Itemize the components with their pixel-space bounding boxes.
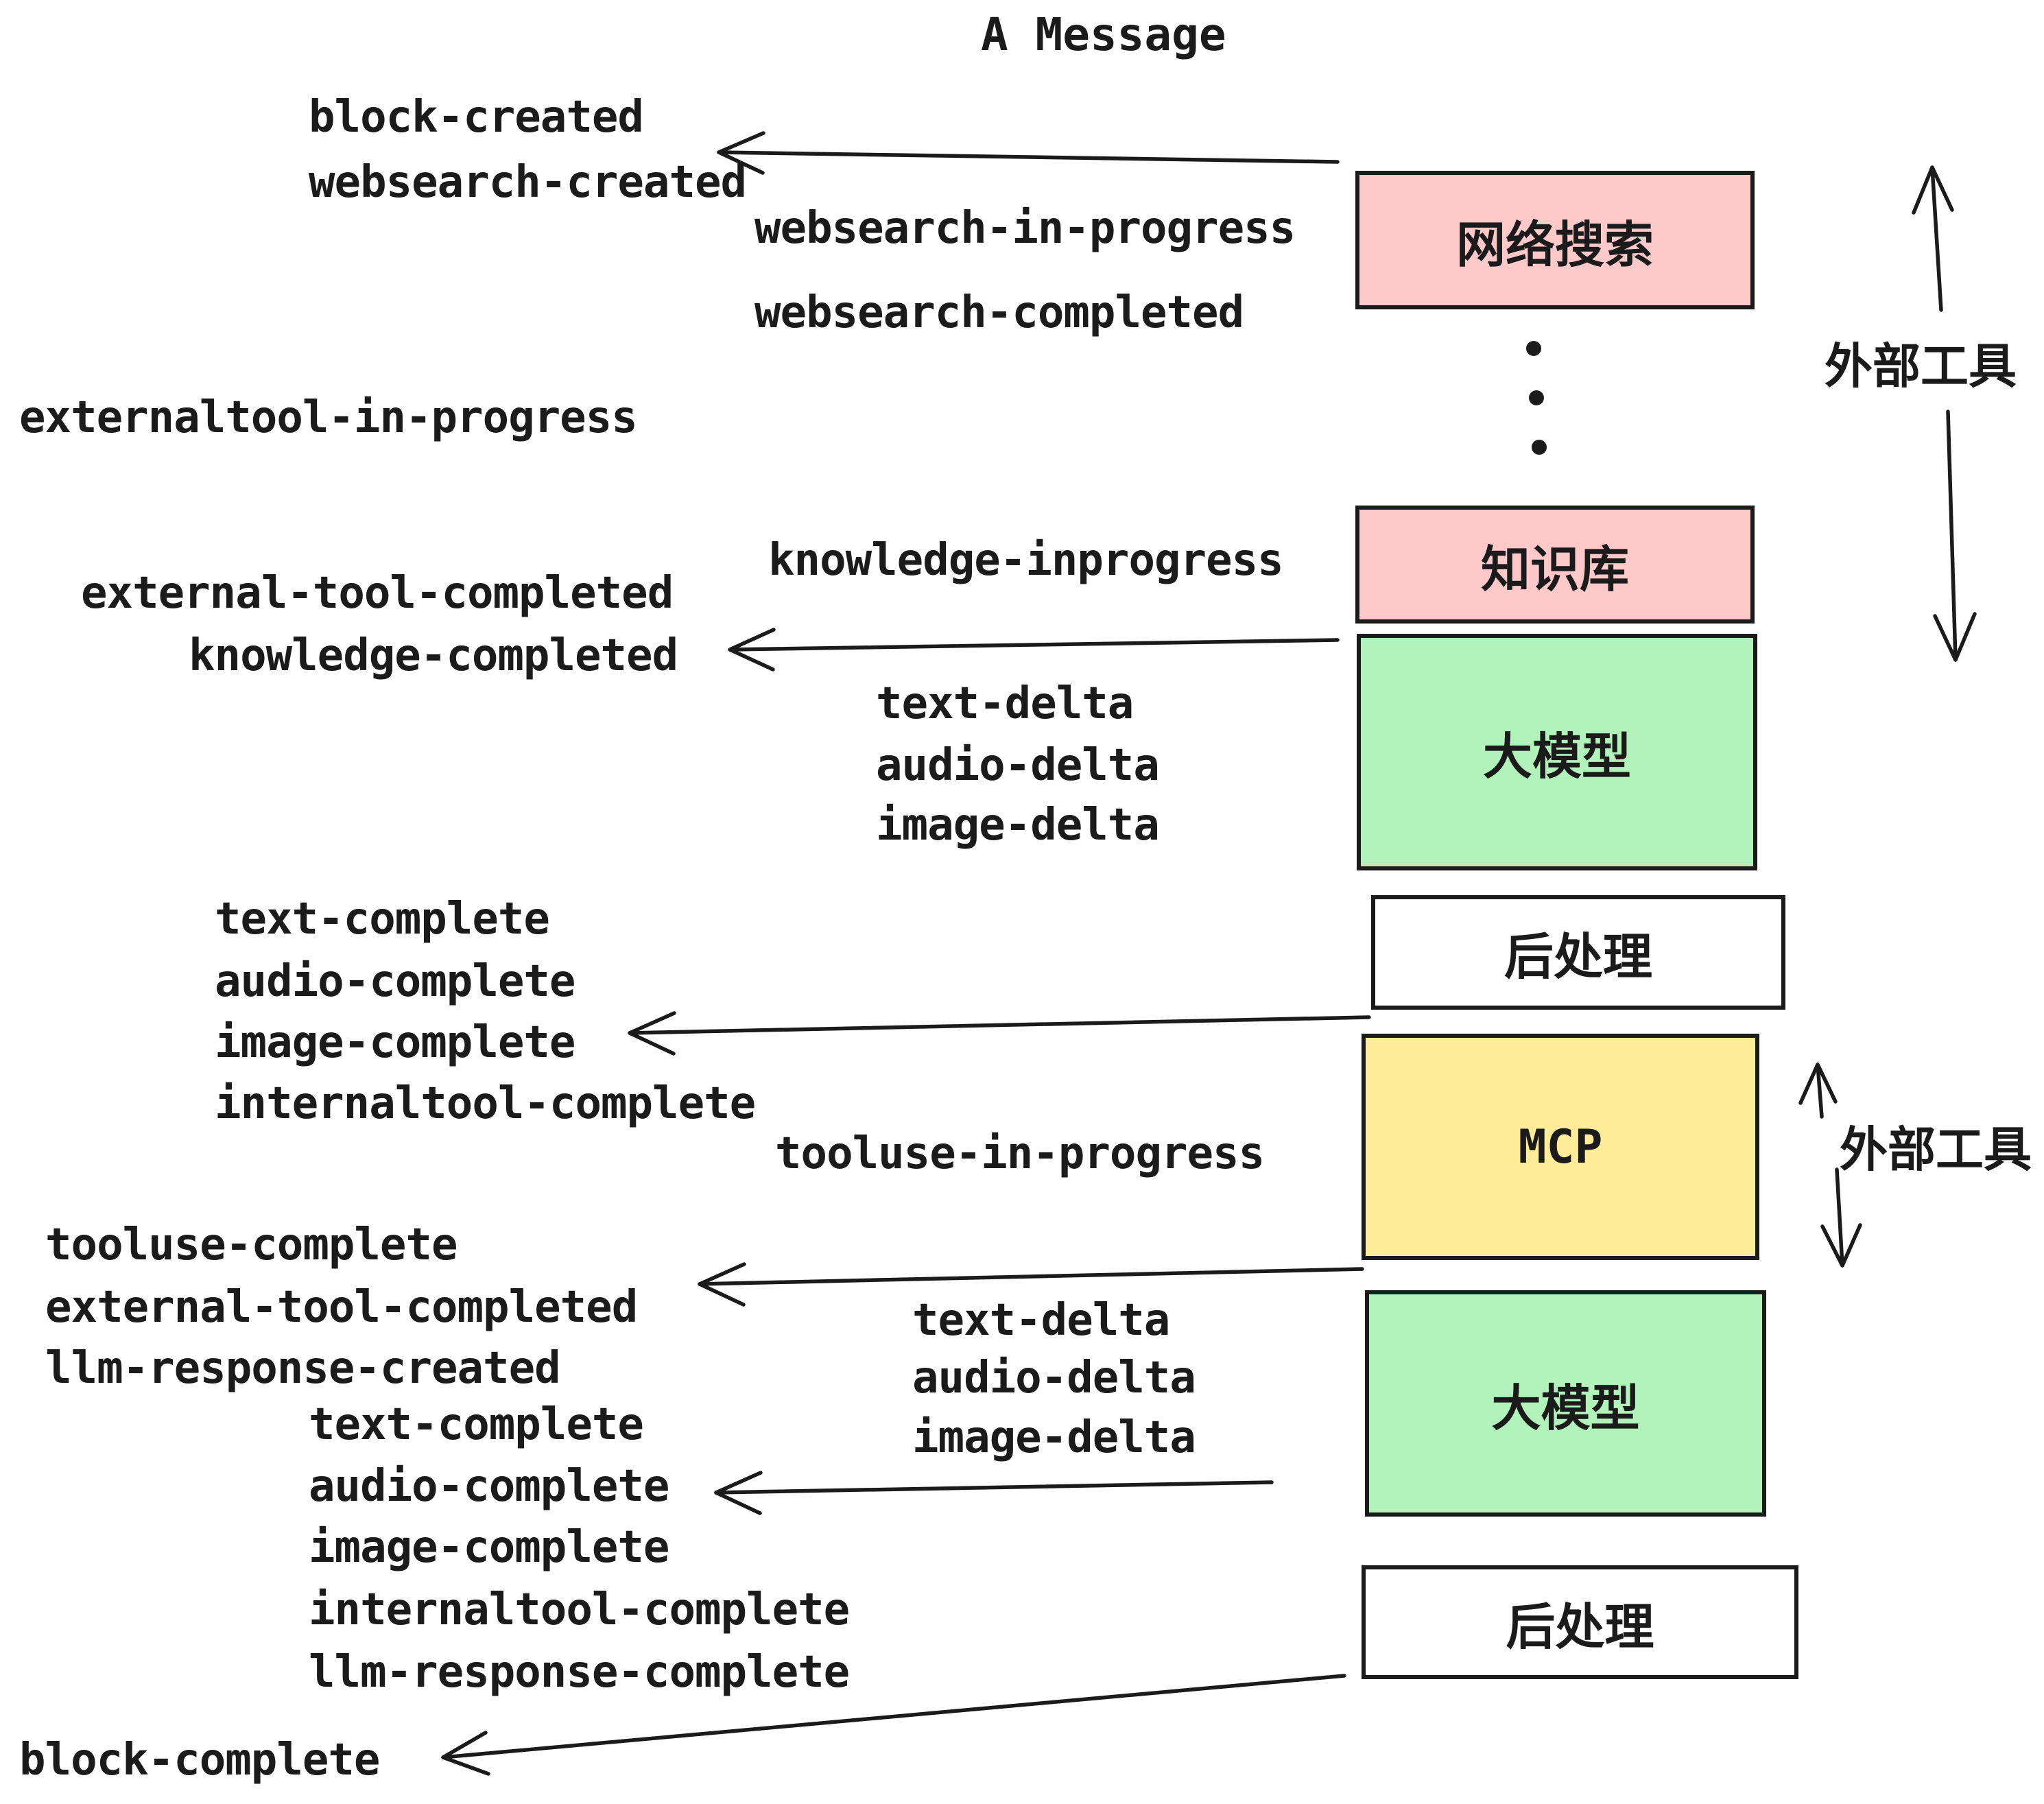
- event-label-audio-delta-2: audio-delta: [912, 1353, 1196, 1403]
- event-label-text-complete-1: text-complete: [215, 894, 550, 945]
- flow-box-mcp: MCP: [1362, 1034, 1759, 1260]
- event-label-block-created: block-created: [309, 92, 644, 143]
- double-arrow-external-tools-top-icon: [1912, 165, 1977, 662]
- event-label-external-tool-completed-2: external-tool-completed: [45, 1282, 638, 1333]
- event-label-tooluse-complete: tooluse-complete: [45, 1220, 457, 1270]
- event-label-image-delta-2: image-delta: [912, 1412, 1196, 1463]
- event-label-external-tool-completed: external-tool-completed: [81, 568, 674, 619]
- arrow-left-image-complete-icon: [628, 1011, 1371, 1056]
- event-label-llm-response-complete: llm-response-complete: [309, 1647, 850, 1698]
- flow-box-postprocess-2-label: 后处理: [1506, 1600, 1654, 1655]
- event-label-internaltool-complete-1: internaltool-complete: [215, 1078, 756, 1129]
- event-label-audio-complete-2: audio-complete: [309, 1461, 669, 1512]
- arrow-left-audio-complete-icon: [714, 1471, 1274, 1515]
- flow-box-llm-1: 大模型: [1357, 634, 1757, 870]
- event-label-knowledge-completed: knowledge-completed: [189, 630, 678, 681]
- event-label-internaltool-complete-2: internaltool-complete: [309, 1585, 850, 1635]
- ellipsis-dots-icon: [1526, 341, 1547, 455]
- flow-box-knowledge-label: 知识库: [1480, 542, 1629, 597]
- event-label-websearch-completed: websearch-completed: [754, 287, 1244, 338]
- event-label-websearch-in-progress: websearch-in-progress: [754, 203, 1296, 254]
- flow-box-websearch: 网络搜索: [1355, 171, 1755, 309]
- event-label-text-complete-2: text-complete: [309, 1399, 644, 1450]
- event-label-image-complete-1: image-complete: [215, 1017, 575, 1068]
- event-label-text-delta-1: text-delta: [876, 678, 1134, 729]
- arrow-left-websearch-created-icon: [717, 131, 1340, 175]
- flow-box-mcp-label: MCP: [1518, 1119, 1603, 1174]
- event-label-tooluse-in-progress: tooluse-in-progress: [775, 1128, 1265, 1179]
- event-label-image-complete-2: image-complete: [309, 1522, 669, 1573]
- external-tools-mcp-label: 外部工具: [1840, 1123, 2032, 1176]
- event-label-image-delta-1: image-delta: [876, 800, 1160, 851]
- event-label-knowledge-inprogress: knowledge-inprogress: [768, 535, 1284, 586]
- flow-box-knowledge: 知识库: [1355, 506, 1755, 624]
- event-label-audio-delta-1: audio-delta: [876, 740, 1160, 791]
- external-tools-top-label: 外部工具: [1825, 340, 2017, 393]
- flow-box-llm-2-label: 大模型: [1491, 1381, 1640, 1436]
- arrow-left-knowledge-completed-icon: [728, 628, 1340, 672]
- event-label-externaltool-in-progress: externaltool-in-progress: [19, 392, 638, 443]
- event-label-text-delta-2: text-delta: [912, 1295, 1170, 1346]
- event-label-block-complete: block-complete: [19, 1735, 380, 1785]
- flow-box-llm-2: 大模型: [1365, 1290, 1766, 1517]
- event-label-llm-response-created: llm-response-created: [45, 1343, 561, 1394]
- flow-box-websearch-label: 网络搜索: [1455, 217, 1654, 273]
- event-label-audio-complete-1: audio-complete: [215, 956, 575, 1007]
- flow-box-llm-1-label: 大模型: [1482, 730, 1631, 785]
- flow-box-postprocess-1-label: 后处理: [1504, 930, 1652, 985]
- flow-box-postprocess-1: 后处理: [1371, 895, 1785, 1010]
- flow-box-postprocess-2: 后处理: [1362, 1565, 1798, 1679]
- page-title: A Message: [981, 8, 1226, 61]
- event-label-websearch-created: websearch-created: [309, 157, 747, 208]
